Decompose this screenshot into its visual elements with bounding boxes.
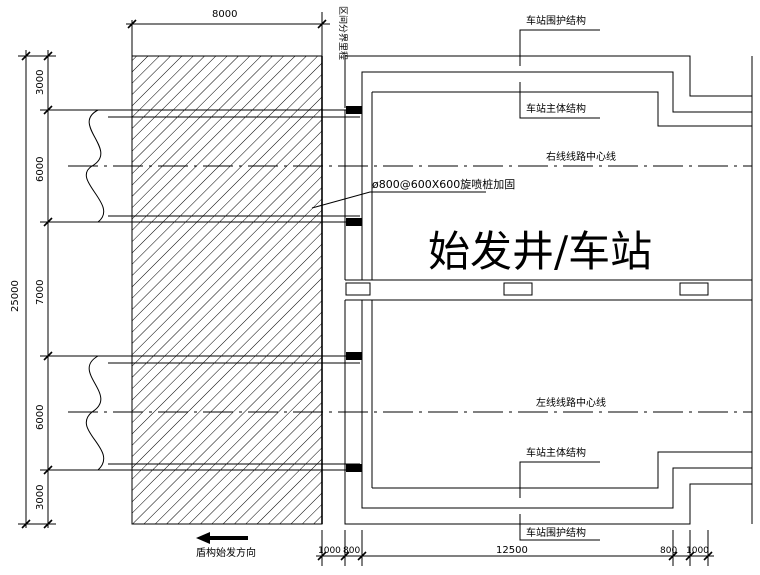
shield-direction-label: 盾构始发方向: [196, 546, 256, 559]
left-seg-4: 6000: [35, 405, 46, 430]
bottom-seg-3: 12500: [496, 545, 528, 556]
label-right-centerline: 右线线路中心线: [546, 150, 616, 163]
bottom-seg-1: 1000: [318, 546, 341, 556]
top-dimension-text: 8000: [212, 9, 237, 20]
label-envelope-bottom: 车站围护结构: [526, 526, 586, 539]
label-main-top-group: 车站主体结构: [519, 82, 600, 119]
reinforcement-zone: [131, 55, 323, 525]
label-left-centerline: 左线线路中心线: [536, 396, 606, 409]
top-dimension: 8000: [126, 9, 330, 56]
bottom-seg-2: 800: [343, 546, 360, 556]
label-reinforcement: ø800@600X600旋喷桩加固: [372, 177, 515, 191]
label-main-bottom-group: 车站主体结构: [519, 446, 600, 498]
left-dimension: 25000 3000 6000 7000 6000 3000: [10, 50, 135, 529]
left-seg-5: 3000: [35, 485, 46, 510]
left-seg-1: 3000: [35, 70, 46, 95]
bottom-seg-5: 1000: [686, 546, 709, 556]
left-total-text: 25000: [10, 280, 21, 312]
left-seg-3: 7000: [35, 280, 46, 305]
label-main-top: 车站主体结构: [526, 102, 586, 115]
label-reinforcement-group: ø800@600X600旋喷桩加固: [311, 177, 515, 209]
bottom-seg-4: 800: [660, 546, 677, 556]
label-envelope-top-group: 车站围护结构: [519, 14, 600, 66]
upper-tunnel: [85, 109, 360, 223]
label-envelope-top: 车站围护结构: [526, 14, 586, 27]
label-main-bottom: 车站主体结构: [526, 446, 586, 459]
station-title: 始发井/车站: [428, 227, 652, 276]
bottom-dimension: 1000 800 12500 800 1000: [316, 530, 714, 566]
left-seg-2: 6000: [35, 157, 46, 182]
arrow-left-icon: [196, 532, 210, 544]
shield-direction: 盾构始发方向: [196, 532, 256, 559]
boundary-vertical-label: 区间分界里程: [337, 6, 349, 60]
station-structure: [321, 55, 753, 525]
label-envelope-bottom-group: 车站围护结构: [519, 514, 600, 541]
